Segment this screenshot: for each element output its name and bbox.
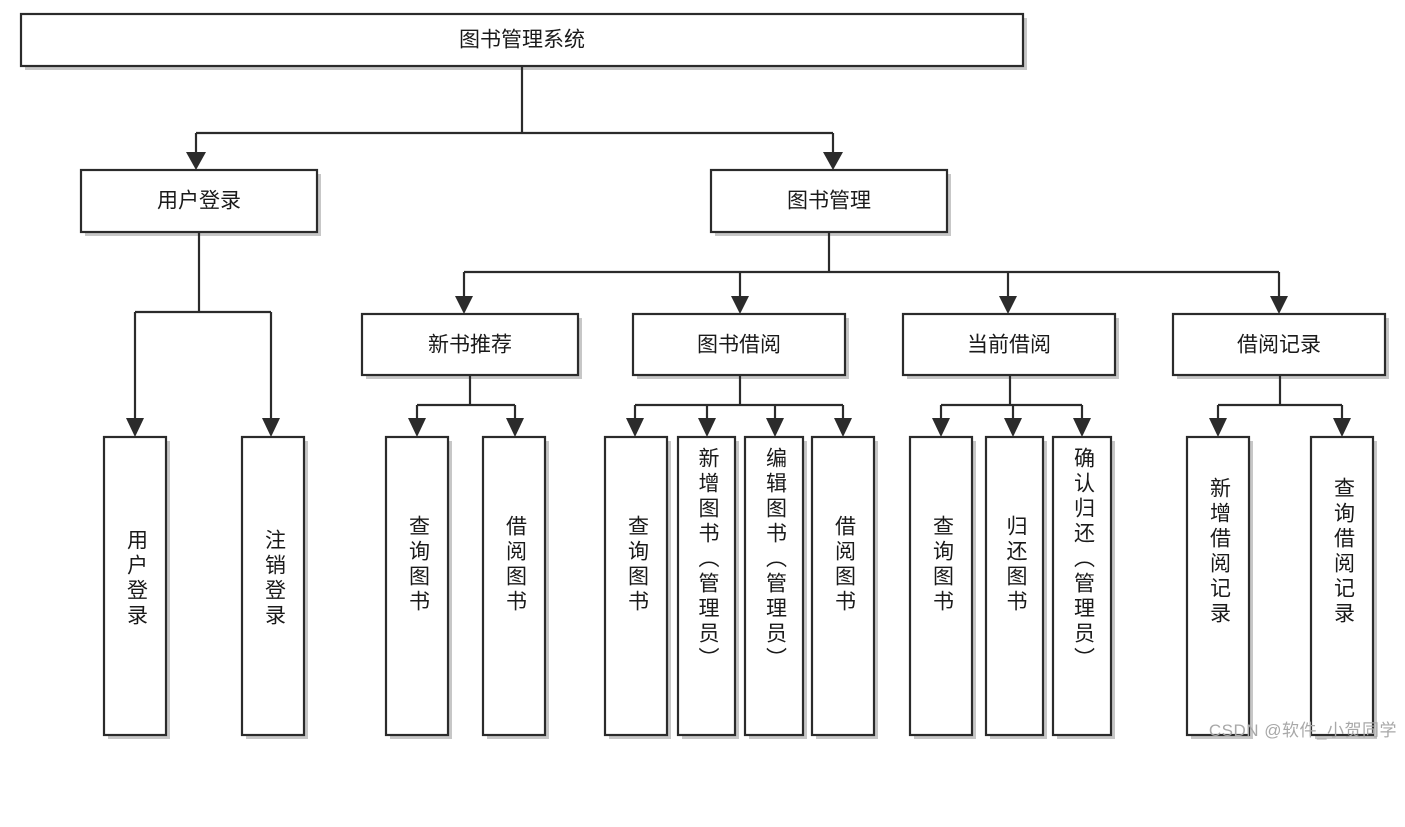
node-box-new-book-recommend[interactable] (360, 312, 580, 377)
node-box-leaf-borrow-book-2[interactable] (810, 435, 876, 737)
node-box-leaf-query-record[interactable] (1309, 435, 1375, 737)
node-box-leaf-user-login[interactable] (102, 435, 168, 737)
node-label-book-borrow: 图书借阅 (697, 334, 781, 357)
node-box-leaf-add-record[interactable] (1185, 435, 1251, 737)
node-box-leaf-query-book-3[interactable] (908, 435, 974, 737)
node-label-user-login: 用户登录 (157, 190, 241, 213)
node-box-book-borrow[interactable] (631, 312, 847, 377)
node-box-leaf-add-book[interactable] (676, 435, 737, 737)
node-box-leaf-borrow-book-1[interactable] (481, 435, 547, 737)
node-label-borrow-record: 借阅记录 (1237, 334, 1321, 357)
node-box-root[interactable] (19, 12, 1025, 68)
node-label-new-book-recommend: 新书推荐 (428, 334, 512, 357)
connector-layer (126, 66, 1351, 437)
node-box-user-login[interactable] (79, 168, 319, 234)
node-box-leaf-return-book[interactable] (984, 435, 1045, 737)
diagram-canvas: 图书管理系统 用户登录 图书管理 新书推荐 图书借阅 当前借阅 借阅记录 (19, 12, 1389, 739)
node-label-book-management: 图书管理 (787, 190, 871, 213)
node-box-leaf-user-logout[interactable] (240, 435, 306, 737)
node-box-leaf-confirm-return[interactable] (1051, 435, 1113, 737)
node-label-root: 图书管理系统 (459, 29, 585, 52)
org-chart-diagram: 图书管理系统 用户登录 图书管理 新书推荐 图书借阅 当前借阅 借阅记录 用户登… (19, 12, 1397, 740)
csdn-watermark: CSDN @软件_小贺同学 (1208, 721, 1397, 740)
node-box-leaf-query-book-2[interactable] (603, 435, 669, 737)
node-box-borrow-record[interactable] (1171, 312, 1387, 377)
node-box-book-management[interactable] (709, 168, 949, 234)
node-box-leaf-query-book-1[interactable] (384, 435, 450, 737)
node-label-current-borrow: 当前借阅 (967, 334, 1051, 357)
node-box-current-borrow[interactable] (901, 312, 1117, 377)
node-box-leaf-edit-book[interactable] (743, 435, 805, 737)
